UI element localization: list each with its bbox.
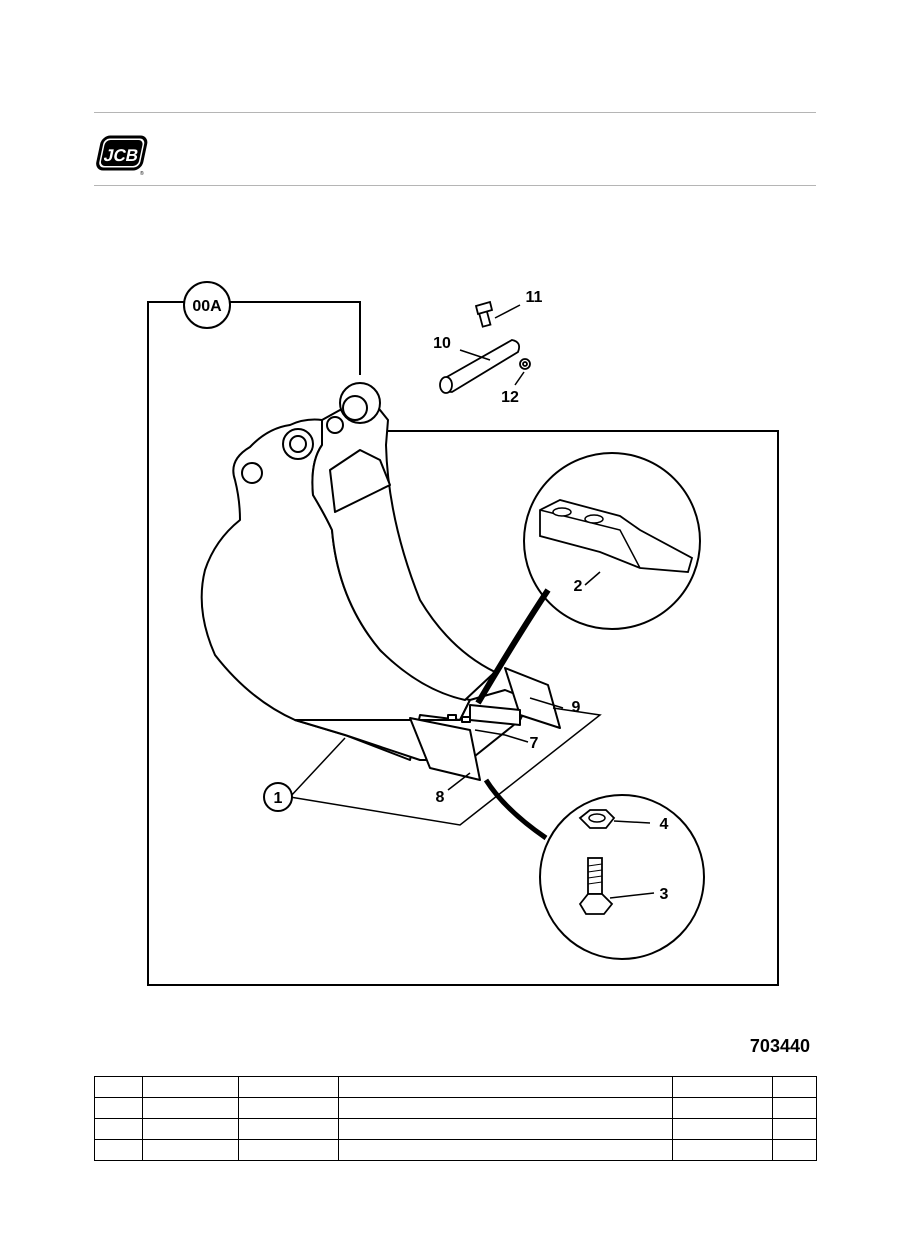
table-cell: [94, 1076, 143, 1098]
table-cell: [142, 1139, 239, 1161]
table-cell: [772, 1139, 817, 1161]
fastener-detail: [483, 778, 705, 960]
table-row: [94, 1118, 817, 1140]
callout-10: 10: [433, 335, 451, 352]
callout-9: 9: [572, 699, 581, 716]
table-cell: [338, 1118, 673, 1140]
tooth-detail: [475, 452, 701, 705]
table-cell: [142, 1076, 239, 1098]
group-label: 00A: [192, 298, 222, 315]
callout-2: 2: [574, 578, 583, 595]
header-bottom-rule: [94, 185, 816, 186]
svg-text:®: ®: [140, 170, 144, 177]
callout-7: 7: [530, 735, 539, 752]
table-row: [94, 1139, 817, 1161]
table-row: [94, 1076, 817, 1098]
table-cell: [94, 1139, 143, 1161]
table-cell: [238, 1076, 339, 1098]
table-cell: [238, 1139, 339, 1161]
leader-lines: [289, 304, 655, 899]
table-row: [94, 1097, 817, 1119]
table-cell: [238, 1118, 339, 1140]
callout-3: 3: [660, 886, 669, 903]
table-cell: [772, 1076, 817, 1098]
diagram-frame: [147, 301, 779, 986]
table-cell: [142, 1097, 239, 1119]
table-cell: [672, 1097, 773, 1119]
table-cell: [672, 1118, 773, 1140]
pin-assembly: [439, 300, 531, 394]
table-cell: [672, 1139, 773, 1161]
callout-1-circle: [263, 782, 293, 812]
table-cell: [338, 1076, 673, 1098]
table-cell: [772, 1097, 817, 1119]
jcb-logo: JCB ®: [96, 135, 148, 177]
callout-8: 8: [436, 789, 445, 806]
table-cell: [94, 1097, 143, 1119]
table-cell: [238, 1097, 339, 1119]
table-cell: [338, 1139, 673, 1161]
table-cell: [142, 1118, 239, 1140]
callout-11: 11: [526, 289, 543, 306]
table-cell: [772, 1118, 817, 1140]
table-cell: [94, 1118, 143, 1140]
figure-number: 703440: [749, 1036, 810, 1056]
callout-12: 12: [501, 389, 519, 406]
table-cell: [338, 1097, 673, 1119]
header-top-rule: [94, 112, 816, 113]
group-label-circle: [183, 281, 231, 329]
table-cell: [672, 1076, 773, 1098]
callout-4: 4: [660, 816, 669, 833]
parts-table: [94, 1076, 817, 1161]
callout-1: 1: [274, 790, 283, 807]
logo-text: JCB: [102, 145, 140, 165]
bucket-drawing: [200, 382, 561, 781]
